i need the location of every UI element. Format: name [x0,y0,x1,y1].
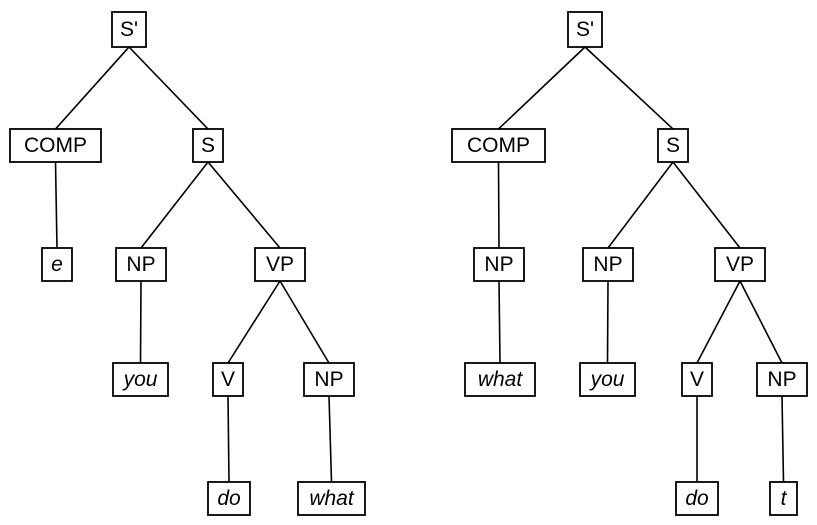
node-label: V [690,368,704,391]
tree-node-r-sbar[interactable]: S' [567,11,603,48]
node-box [681,362,713,397]
node-label: do [685,487,709,510]
tree-edge-l-s-to-l-vp [207,161,281,249]
tree-edge-l-np2-to-l-what [328,395,333,483]
node-label: V [221,368,235,391]
node-label: NP [314,368,343,391]
tree-node-r-you[interactable]: you [579,362,636,397]
node-label: COMP [467,134,530,157]
tree-node-l-np1[interactable]: NP [115,247,167,282]
tree-edge-r-sbar-to-r-comp [497,46,586,130]
node-label: you [589,368,625,391]
node-box [473,247,525,282]
node-box [212,362,244,397]
tree-edge-r-vp-to-r-np2 [739,280,783,364]
tree-edge-r-sbar-to-r-s [584,46,674,130]
tree-edge-l-v-to-l-do [227,395,230,483]
node-label: what [478,368,524,391]
node-label: you [122,368,158,391]
node-box [756,362,808,397]
tree-edge-r-np2-to-r-t [781,395,785,483]
tree-node-l-comp[interactable]: COMP [9,128,102,163]
tree-node-r-v[interactable]: V [681,362,713,397]
node-box [567,11,603,48]
node-label: S [666,134,680,157]
node-box [192,128,224,163]
node-label: t [781,487,788,510]
tree-edge-l-np1-to-l-you [139,280,142,364]
node-box [464,362,536,397]
node-box [769,481,798,516]
tree-edge-l-vp-to-l-np2 [279,280,330,364]
node-label: S' [576,18,594,41]
tree-edge-r-vp-to-r-v [696,280,741,364]
node-label: NP [767,368,796,391]
node-box [9,128,102,163]
tree-edge-r-np1-to-r-you [606,280,609,364]
node-box [115,247,167,282]
tree-node-l-e[interactable]: e [41,247,73,282]
tree-node-r-np2[interactable]: NP [756,362,808,397]
node-box [582,247,634,282]
node-label: NP [593,253,622,276]
node-box [675,481,719,516]
tree-node-r-what[interactable]: what [464,362,536,397]
tree-edge-l-sbar-to-l-comp [54,46,130,130]
tree-edge-l-comp-to-l-e [54,161,58,249]
node-label: NP [484,253,513,276]
node-box [207,481,251,516]
tree-node-r-comp[interactable]: COMP [451,128,546,163]
tree-node-r-do[interactable]: do [675,481,719,516]
node-label: S [201,134,215,157]
node-box [579,362,636,397]
tree-node-l-do[interactable]: do [207,481,251,516]
tree-node-r-np1[interactable]: NP [582,247,634,282]
node-label: VP [266,253,294,276]
tree-edges-group [54,46,785,483]
node-label: NP [126,253,155,276]
node-label: S' [120,18,138,41]
node-label: do [217,487,241,510]
tree-node-r-vp[interactable]: VP [714,247,766,282]
node-box [297,481,366,516]
tree-node-l-you[interactable]: you [112,362,169,397]
tree-node-l-sbar[interactable]: S' [111,11,147,48]
node-box [714,247,766,282]
tree-edge-r-s-to-r-vp [672,161,741,249]
node-box [303,362,355,397]
node-box [112,362,169,397]
tree-node-l-vp[interactable]: VP [254,247,306,282]
tree-node-l-np2[interactable]: NP [303,362,355,397]
tree-node-r-s[interactable]: S [657,128,689,163]
tree-edge-r-np0-to-r-what [498,280,501,364]
tree-edge-l-s-to-l-np1 [140,161,209,249]
tree-edge-l-vp-to-l-v [227,280,281,364]
tree-node-r-t[interactable]: t [769,481,798,516]
node-label: COMP [24,134,87,157]
node-box [657,128,689,163]
node-label: what [309,487,355,510]
tree-edge-r-comp-to-r-np0 [497,161,500,249]
node-box [451,128,546,163]
node-box [111,11,147,48]
tree-node-l-v[interactable]: V [212,362,244,397]
tree-node-r-np0[interactable]: NP [473,247,525,282]
tree-node-l-what[interactable]: what [297,481,366,516]
node-box [41,247,73,282]
tree-node-l-s[interactable]: S [192,128,224,163]
tree-edge-r-s-to-r-np1 [607,161,674,249]
node-box [254,247,306,282]
tree-edge-l-sbar-to-l-s [128,46,209,130]
node-label: VP [726,253,754,276]
node-label: e [51,253,63,276]
